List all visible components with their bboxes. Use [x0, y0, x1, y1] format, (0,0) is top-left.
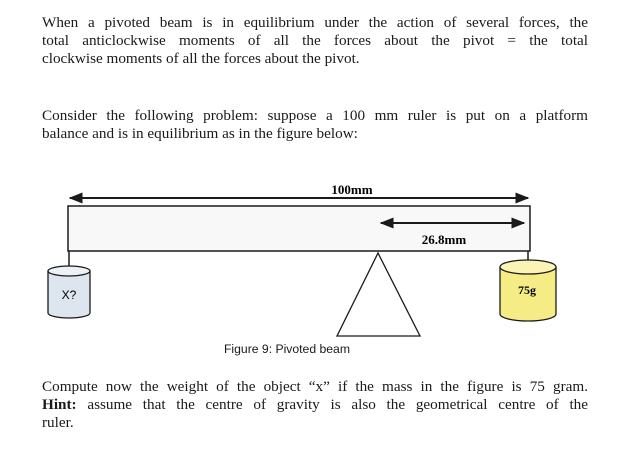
paragraph-problem: Consider the following problem: suppose …: [42, 107, 588, 143]
distance-label: 26.8mm: [422, 232, 467, 247]
left-weight-x: [47, 271, 91, 319]
text-line: When a pivoted beam is in equilibrium un…: [42, 14, 588, 31]
length-label: 100mm: [331, 182, 372, 197]
text-line: Consider the following problem: suppose …: [42, 107, 588, 124]
paragraph-question: Compute now the weight of the object “x”…: [42, 378, 588, 432]
right-weight-label: 75g: [518, 283, 536, 297]
text-line: balance and is in equilibrium as in the …: [42, 125, 358, 142]
left-weight-label: X?: [62, 288, 77, 302]
hint-label: Hint:: [42, 396, 77, 413]
pivot-triangle: [335, 251, 422, 337]
figure-caption: Figure 9: Pivoted beam: [223, 342, 350, 356]
hint-line: Hint: assume that the centre of gravity …: [42, 396, 588, 414]
text-line: total anticlockwise moments of all the f…: [42, 32, 588, 49]
text-line: Compute now the weight of the object “x”…: [42, 378, 588, 395]
left-weight-top: [47, 265, 91, 277]
text-line: ruler.: [42, 414, 74, 431]
right-weight-top: [499, 259, 557, 275]
text-line: clockwise moments of all the forces abou…: [42, 50, 360, 67]
hint-text: assume that the centre of gravity is als…: [76, 396, 588, 413]
right-weight-75g: [499, 267, 557, 322]
paragraph-principle: When a pivoted beam is in equilibrium un…: [42, 14, 588, 68]
